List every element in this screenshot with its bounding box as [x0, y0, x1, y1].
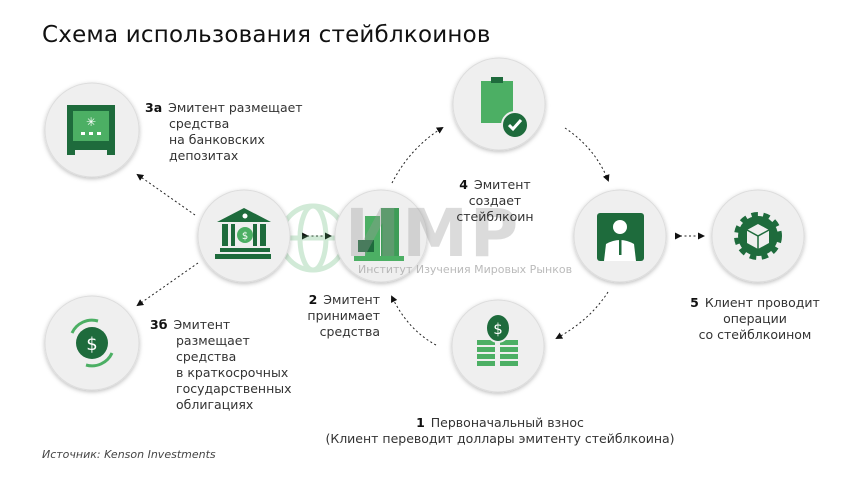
office-building-icon: [354, 208, 404, 261]
arrow-issuer-to-clipboard: [391, 126, 444, 184]
svg-text:$: $: [493, 320, 503, 338]
arrow-clipboard-to-client: [564, 127, 610, 182]
watermark-subtitle: Институт Изучения Мировых Рынков: [358, 263, 573, 276]
dollar-cycle-icon: $: [70, 318, 114, 368]
arrow-client-to-money: [555, 291, 609, 339]
safe-icon: ✳: [67, 105, 115, 155]
svg-text:✳: ✳: [86, 115, 96, 129]
arrow-bank-to-bonds: [136, 262, 199, 307]
money-stack-icon: $: [477, 313, 518, 366]
businessman-icon: [597, 213, 644, 261]
svg-text:$: $: [242, 231, 248, 242]
source-note: Источник: Kenson Investments: [42, 448, 216, 461]
arrow-money-to-issuer: [391, 295, 437, 346]
arrow-bank-to-safe: [136, 173, 196, 216]
watermark-logo: ИМР: [345, 195, 521, 272]
node-money: [451, 299, 545, 393]
clipboard-check-icon: [481, 77, 529, 139]
svg-text:$: $: [86, 334, 97, 355]
bank-icon: $: [215, 208, 271, 259]
gear-box-icon: [734, 212, 782, 260]
page-title: Схема использования стейблкоинов: [42, 22, 491, 48]
